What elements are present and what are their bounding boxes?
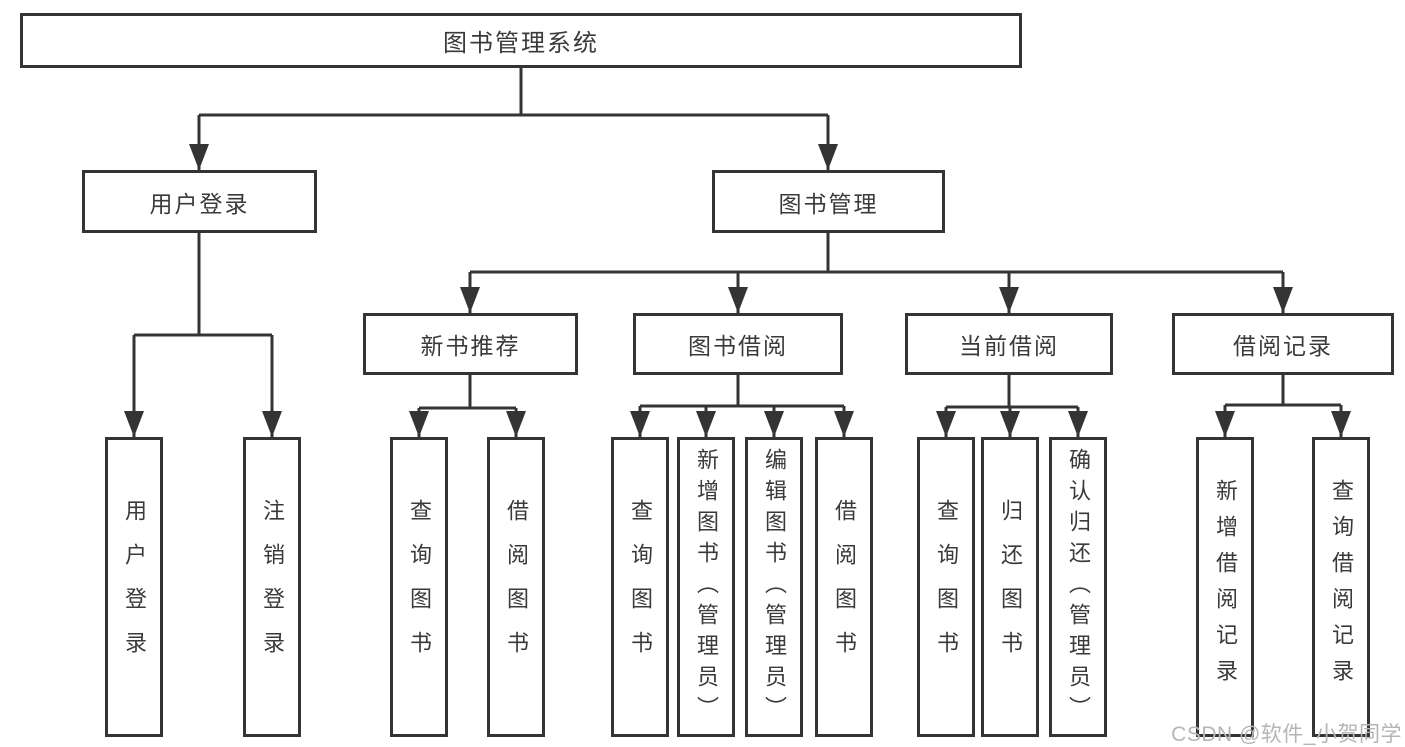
node-new-book-recommend: 新书推荐 xyxy=(363,313,578,375)
leaf-recommend-borrow-books: 借阅图书 xyxy=(487,437,545,737)
leaf-borrow-query-books: 查询图书 xyxy=(611,437,669,737)
node-user-login: 用户登录 xyxy=(82,170,317,233)
leaf-current-confirm-return-admin: 确认归还（管理员） xyxy=(1049,437,1107,737)
connector-records-branch xyxy=(1225,375,1341,407)
csdn-watermark: CSDN @软件_小贺同学 xyxy=(1171,723,1402,746)
node-book-borrow: 图书借阅 xyxy=(633,313,843,375)
leaf-current-query-books: 查询图书 xyxy=(917,437,975,737)
node-book-management: 图书管理 xyxy=(712,170,945,233)
leaf-recommend-query-books: 查询图书 xyxy=(390,437,448,737)
node-borrow-records: 借阅记录 xyxy=(1172,313,1394,375)
connector-borrow-branch xyxy=(640,375,844,408)
connector-recommend-branch xyxy=(419,375,516,410)
leaf-borrow-edit-books-admin: 编辑图书（管理员） xyxy=(745,437,803,737)
node-current-borrow: 当前借阅 xyxy=(905,313,1113,375)
leaf-borrow-add-books-admin: 新增图书（管理员） xyxy=(677,437,735,737)
leaf-records-query-record: 查询借阅记录 xyxy=(1312,437,1370,737)
connector-management-branch xyxy=(470,233,1283,274)
connector-current-branch xyxy=(946,375,1078,409)
leaf-borrow-borrow-books: 借阅图书 xyxy=(815,437,873,737)
leaf-current-return-books: 归还图书 xyxy=(981,437,1039,737)
leaf-logout-login: 注销登录 xyxy=(243,437,301,737)
connector-root-branch xyxy=(199,68,828,117)
connector-user-login-branch xyxy=(134,233,272,337)
leaf-user-login: 用户登录 xyxy=(105,437,163,737)
leaf-records-add-record: 新增借阅记录 xyxy=(1196,437,1254,737)
node-library-management-system: 图书管理系统 xyxy=(20,13,1022,68)
